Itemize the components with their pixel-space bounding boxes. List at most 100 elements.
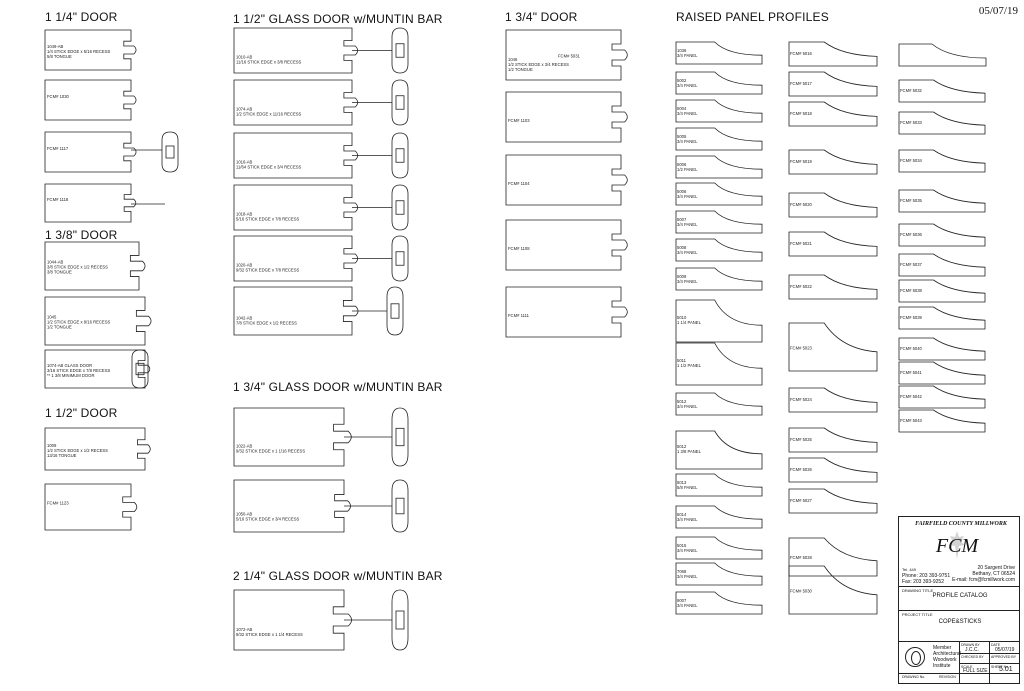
panel-label: FCM# 5032 [900,88,923,93]
raised-panel-profile [898,409,986,433]
drawn-by: J.C.C. [965,647,979,653]
grid-hline [959,653,1019,654]
section-title-1-1-2-door: 1 1/2" DOOR [45,406,118,420]
muntin-profile-core [165,145,175,159]
panel-label: FCM# 5021 [790,241,813,246]
panel-label: FCM# 5023 [790,345,813,350]
section-title-raised-panel: RAISED PANEL PROFILES [676,10,829,24]
panel-label: FCM# 5024 [790,397,813,402]
raised-panel-profile [898,189,986,213]
raised-panel-profile [675,182,763,206]
muntin-profile-core [395,43,405,58]
member-line-3: Woodwork [933,657,957,663]
section-title-2-1-4-glass-door: 2 1/4" GLASS DOOR w/MUNTIN BAR [233,569,443,583]
muntin-profile [391,184,409,231]
raised-panel-profile [898,337,986,361]
muntin-profile [391,479,409,533]
muntin-profile-core [395,200,405,215]
door-profile [44,79,137,121]
raised-panel-profile [788,457,878,483]
panel-label: FCM# 5018 [790,111,813,116]
panel-label: FCM# 5016 [790,51,813,56]
muntin-profile [131,349,149,389]
muntin-profile [391,27,409,74]
profile-label: FCM# 1123 [47,501,69,506]
door-profile [44,29,137,71]
company-logo: FCM [933,535,981,558]
divider [899,610,1019,611]
section-title-1-1-4-door: 1 1/4" DOOR [45,10,118,24]
muntin-profile-core [395,610,405,630]
title-block: FAIRFIELD COUNTY MILLWORK FCM 20 Sargent… [898,516,1020,684]
raised-panel-profile [675,41,763,65]
panel-label: FCM# 5026 [790,467,813,472]
raised-panel-profile [898,279,986,303]
panel-label: FCM# 5033 [900,120,923,125]
door-profile [505,286,628,338]
company-fax: Fax: 203 393-9252 [902,579,944,585]
panel-label: FCM# 5042 [900,394,923,399]
panel-label: FCM# 5022 [790,284,813,289]
muntin-profile [391,235,409,282]
door-profile [44,241,146,291]
panel-label: FCM# 5035 [900,198,923,203]
door-profile [233,79,359,126]
raised-panel-profile [788,101,878,127]
drawing-title: PROFILE CATALOG [932,593,988,599]
scale-value: FULL SIZE [963,668,988,674]
raised-panel-profile [788,488,878,514]
raised-panel-profile [675,299,763,343]
profile-label: FCM# 1117 [47,146,69,151]
door-profile [44,183,137,223]
muntin-profile-core [395,95,405,110]
section-title-1-3-4-door: 1 3/4" DOOR [505,10,578,24]
raised-panel-profile [675,392,763,416]
door-profile [44,483,138,531]
maple-leaf-icon [949,531,965,559]
profile-label: FCM# 1118 [47,197,69,202]
profile-label: FCM# 1104 [508,181,530,186]
raised-panel-profile [898,111,986,135]
sheet-date: 05/07/19 [978,5,1018,17]
raised-panel-profile [898,385,986,409]
muntin-profile-core [390,303,400,319]
checked-by-label: CHECKED BY [961,655,984,659]
panel-label: FCM# 5027 [790,498,813,503]
door-profile [233,286,359,336]
muntin-profile [161,131,179,173]
company-phone: Phone: 203 393-9751 [902,573,951,579]
muntin-profile [391,407,409,467]
grid-hline [959,663,1019,664]
muntin-profile-core [395,251,405,266]
revision-label: REVISION [939,675,956,679]
raised-panel-profile [675,71,763,95]
door-profile [233,407,352,467]
muntin-profile [391,79,409,126]
muntin-profile-core [395,497,405,515]
profile-label: FCM# 1111 [508,313,530,318]
door-profile [233,235,359,282]
panel-label: FCM# 5037 [900,262,923,267]
raised-panel-profile [898,149,986,173]
date-value: 05/07/19 [995,647,1015,653]
raised-panel-profile [788,149,878,175]
muntin-profile [391,589,409,651]
raised-panel-profile [788,387,878,413]
profile-label: FCM# 5031 [558,54,581,59]
raised-panel-profile [898,306,986,330]
muntin-profile [391,132,409,179]
raised-panel-profile [788,322,878,372]
